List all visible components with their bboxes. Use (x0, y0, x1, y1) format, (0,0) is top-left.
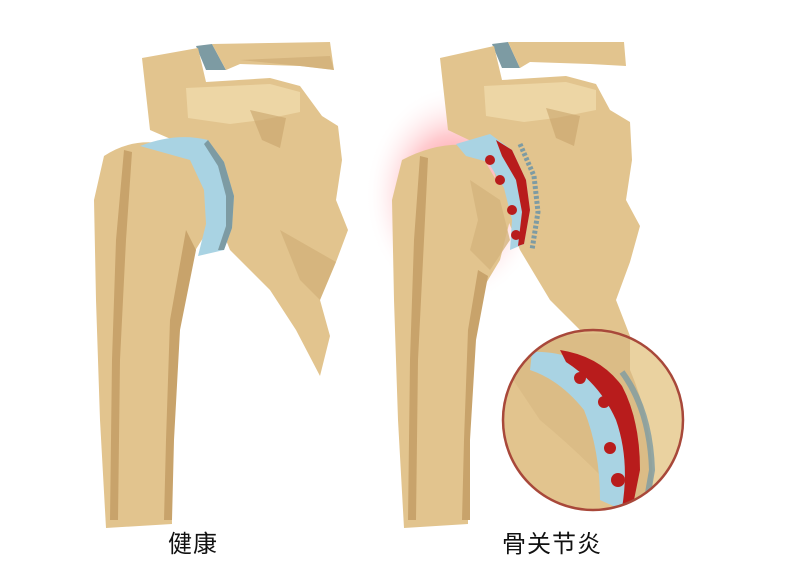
healthy-cartilage (140, 137, 234, 256)
humerus (392, 144, 510, 528)
scapula (440, 46, 640, 360)
healthy-shoulder (94, 42, 348, 529)
humerus (94, 142, 208, 529)
magnified-inset (501, 328, 685, 512)
clavicle (492, 42, 626, 68)
clavicle (196, 42, 334, 70)
scapula (142, 48, 348, 376)
damaged-cartilage (456, 134, 541, 251)
caption-healthy: 健康 (168, 530, 218, 558)
osteoarthritis-shoulder (365, 42, 685, 528)
caption-osteoarthritis: 骨关节炎 (502, 530, 602, 558)
